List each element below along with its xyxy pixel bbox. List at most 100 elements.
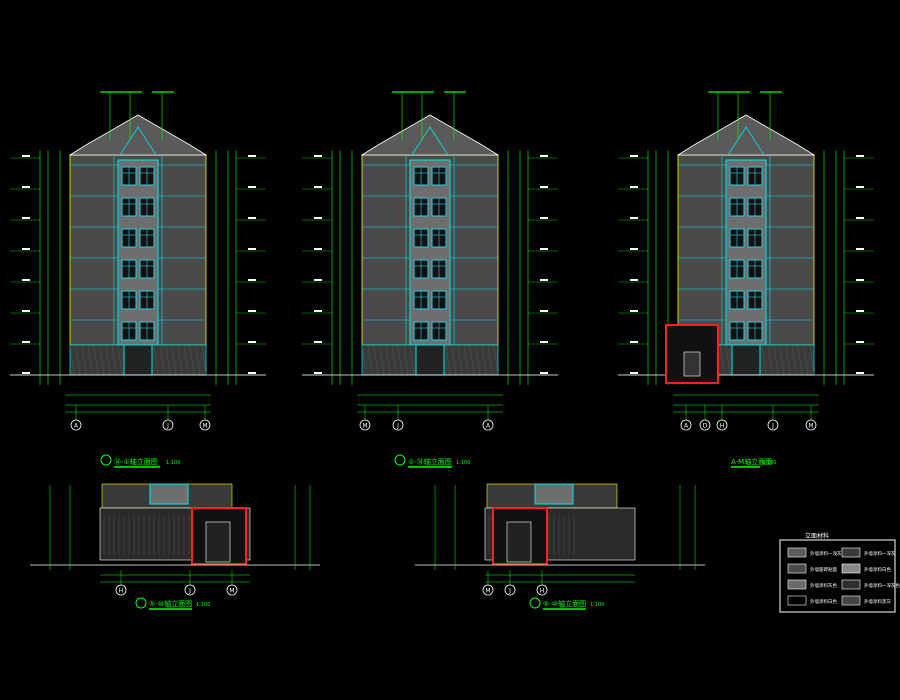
roof-gable (68, 114, 208, 156)
level-tag (248, 217, 256, 219)
level-tag (22, 372, 30, 374)
stone-hatch (475, 344, 481, 376)
level-tag (540, 372, 548, 374)
stone-hatch (111, 344, 117, 376)
axis-bubble (767, 419, 779, 431)
entrance-door (415, 344, 445, 376)
axis-bubble (536, 584, 548, 596)
stone-hatch (201, 344, 207, 376)
axis-label: M (362, 423, 367, 430)
level-tag (856, 310, 864, 312)
axis-label: H (720, 423, 725, 430)
legend-title: 立面材料 (805, 532, 829, 540)
level-tag (630, 217, 638, 219)
stair-core (409, 159, 451, 346)
level-tag (630, 248, 638, 250)
level-tag (630, 155, 638, 157)
elevation-title-text: ⑭-①轴立面图 (114, 457, 158, 466)
stone-hatch (403, 344, 409, 376)
stone-hatch (195, 344, 201, 376)
roof-gable (676, 114, 816, 156)
level-tag (630, 186, 638, 188)
axis-bubble (199, 419, 211, 431)
stone-hatch (385, 344, 391, 376)
stone-hatch (791, 344, 797, 376)
stone-hatch (75, 344, 81, 376)
small-window-band (149, 483, 189, 505)
stone-hatch (457, 344, 463, 376)
axis-bubble (482, 584, 494, 596)
stone-hatch (87, 344, 93, 376)
level-tag (856, 217, 864, 219)
level-tag (856, 155, 864, 157)
pavilion-door (683, 351, 701, 377)
elevation-scale-text: 1:100 (762, 460, 776, 466)
axis-bubble (226, 584, 238, 596)
legend-label: 外墙涂料一浅灰色 (810, 550, 846, 557)
elevation-scale-text: 1:100 (456, 460, 470, 466)
level-tag (22, 217, 30, 219)
stone-hatch (165, 344, 171, 376)
stone-hatch (469, 344, 475, 376)
stone-hatch (809, 344, 815, 376)
stone-hatch (153, 344, 159, 376)
legend-swatch (787, 547, 807, 558)
level-tag (540, 310, 548, 312)
title-marker-icon (100, 454, 112, 466)
stone-hatch (397, 344, 403, 376)
title-marker-icon (529, 597, 541, 609)
title-marker-icon (135, 597, 147, 609)
stone-hatch (105, 344, 111, 376)
legend-label: 外墙涂料一深灰色 (864, 582, 900, 589)
level-tag (630, 279, 638, 281)
axis-bubble (482, 419, 494, 431)
elevation-title-text: ①-⑭轴立面图 (408, 457, 452, 466)
stone-hatch (445, 344, 451, 376)
stone-hatch (379, 344, 385, 376)
axis-bubble (70, 419, 82, 431)
entrance-door (731, 344, 761, 376)
stone-hatch (785, 344, 791, 376)
elevation-title-2: ①-⑭轴立面图 1:100 (394, 454, 470, 468)
stone-hatch (725, 344, 731, 376)
stone-hatch (779, 344, 785, 376)
level-tag (314, 217, 322, 219)
level-tag (248, 279, 256, 281)
axis-bubble (504, 584, 516, 596)
axis-bubble (699, 419, 711, 431)
axis-label: A (74, 423, 79, 430)
legend-swatch (787, 595, 807, 606)
stair-core (117, 159, 159, 346)
stone-hatch (493, 344, 499, 376)
stone-hatch (117, 344, 123, 376)
stone-hatch (773, 344, 779, 376)
stone-hatch (159, 344, 165, 376)
level-tag (540, 248, 548, 250)
stone-hatch (373, 344, 379, 376)
level-tag (314, 279, 322, 281)
level-tag (856, 248, 864, 250)
axis-bubble (184, 584, 196, 596)
stone-hatch (761, 344, 767, 376)
stone-hatch (409, 344, 415, 376)
axis-bubble (359, 419, 371, 431)
legend-swatch (841, 579, 861, 590)
stone-hatch (361, 344, 367, 376)
axis-label: A (684, 423, 689, 430)
elevation-title-1: ⑭-①轴立面图 1:100 (100, 454, 180, 468)
axis-label: M (485, 588, 490, 595)
roof-inner-line (119, 126, 157, 156)
stone-hatch (99, 344, 105, 376)
small-door (205, 521, 231, 563)
level-tag (248, 186, 256, 188)
stone-hatch (367, 344, 373, 376)
elevation-title-text: A-M轴立面图 (731, 457, 772, 466)
level-tag (540, 279, 548, 281)
axis-bubble (115, 584, 127, 596)
elevation-title-3: A-M轴立面图 1:100 (731, 457, 776, 468)
stone-hatch (487, 344, 493, 376)
title-marker-icon (394, 454, 406, 466)
stone-hatch (797, 344, 803, 376)
